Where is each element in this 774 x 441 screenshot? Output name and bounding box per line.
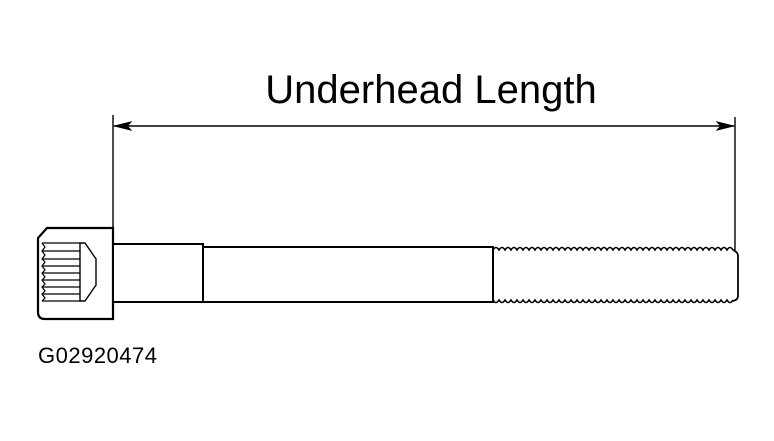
shank-lower: [202, 246, 494, 303]
figure-id-label: G02920474: [38, 343, 158, 368]
knurl-ridges: [41, 242, 80, 302]
shank-upper: [112, 243, 204, 303]
hex-socket-head: [36, 226, 115, 321]
socket-chamfer: [79, 242, 97, 302]
dimension-label: Underhead Length: [265, 68, 597, 112]
extension-lines: [112, 115, 736, 250]
threaded-section: [492, 246, 739, 304]
